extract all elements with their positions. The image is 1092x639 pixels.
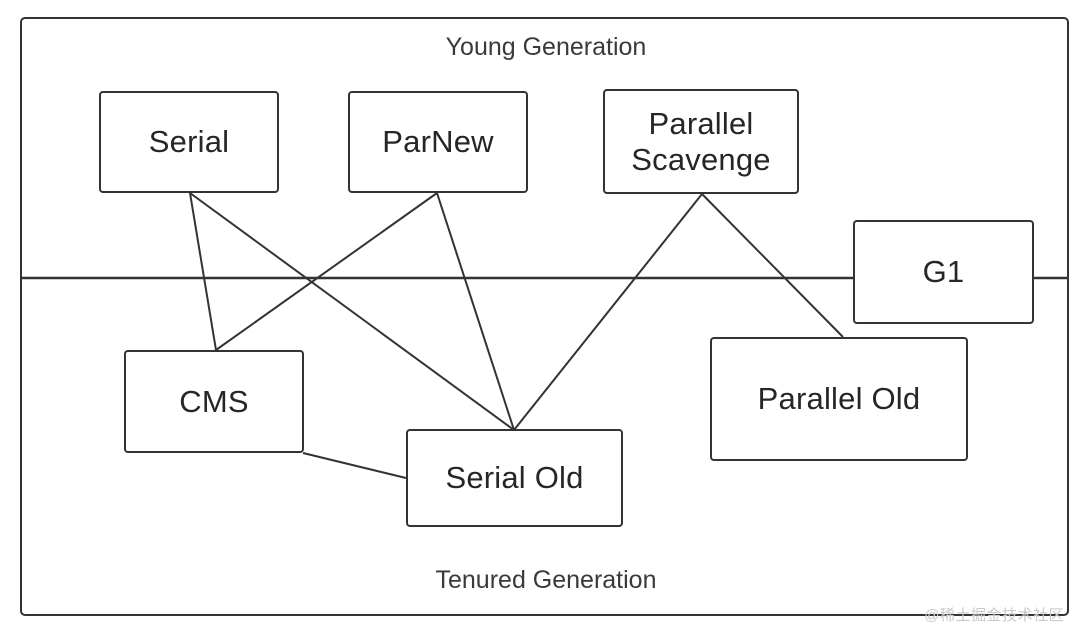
gc-box-parnew[interactable]: ParNew	[348, 91, 528, 193]
gc-box-serial[interactable]: Serial	[99, 91, 279, 193]
connector-parnew-to-cms	[215, 192, 438, 351]
connector-lines	[189, 192, 844, 479]
young-generation-label: Young Generation	[445, 33, 647, 61]
gc-box-serial-old[interactable]: Serial Old	[406, 429, 623, 527]
connector-serial-to-serial-old	[189, 192, 515, 431]
connector-cms-to-serial-old	[302, 452, 407, 479]
outer-frame	[20, 17, 1069, 616]
gc-box-g1[interactable]: G1	[853, 220, 1034, 324]
gc-box-cms[interactable]: CMS	[124, 350, 304, 453]
connector-serial-to-cms	[189, 192, 217, 351]
watermark-label: @稀土掘金技术社区	[924, 607, 1064, 624]
gc-box-parallel-old[interactable]: Parallel Old	[710, 337, 968, 461]
connector-parnew-to-serial-old	[436, 192, 515, 431]
connector-parallel-scavenge-to-serial-old	[513, 193, 703, 431]
gc-box-parallel-scavenge[interactable]: Parallel Scavenge	[603, 89, 799, 194]
connector-parallel-scavenge-to-parallel-old	[701, 193, 844, 338]
tenured-generation-label: Tenured Generation	[435, 566, 657, 594]
